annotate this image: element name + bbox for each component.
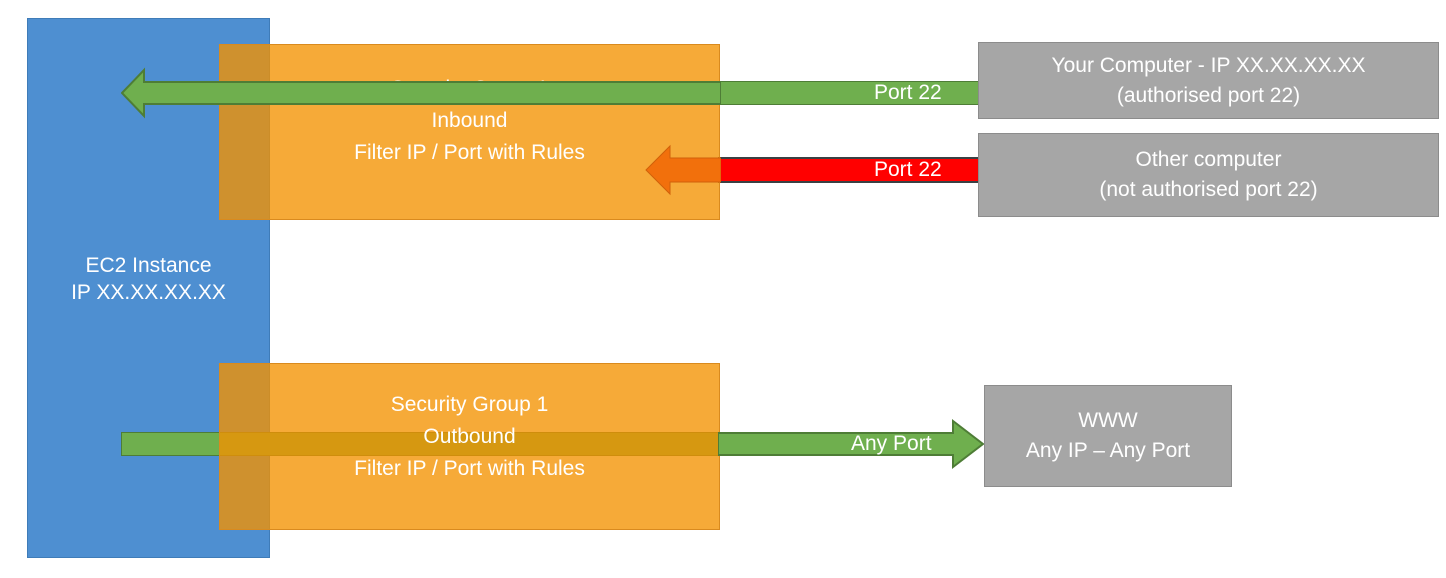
endpoint-your-computer-line1: Your Computer - IP XX.XX.XX.XX: [1051, 53, 1366, 77]
security-group-outbound-line3: Filter IP / Port with Rules: [354, 457, 585, 480]
endpoint-other-computer-line2: (not authorised port 22): [1099, 178, 1318, 201]
endpoint-www-box: WWW Any IP – Any Port: [984, 385, 1232, 487]
security-group-outbound-line1: Security Group 1: [390, 393, 549, 416]
allowed-inbound-arrow-icon: [121, 67, 721, 119]
endpoint-other-computer-box: Other computer (not authorised port 22): [978, 133, 1439, 217]
security-group-outbound-box: Security Group 1 Outbound Filter IP / Po…: [219, 363, 720, 530]
outbound-traffic-shaft-left: [121, 432, 221, 456]
blocked-inbound-arrow-icon: [645, 144, 721, 196]
inbound-allowed-traffic-bar: [718, 81, 980, 105]
endpoint-other-computer-line1: Other computer: [1135, 148, 1282, 171]
inbound-blocked-traffic-bar: [718, 157, 980, 183]
allowed-outbound-arrow-icon: [718, 418, 984, 470]
endpoint-www-line2: Any IP – Any Port: [1025, 439, 1191, 462]
endpoint-your-computer-box: Your Computer - IP XX.XX.XX.XX (authoris…: [978, 42, 1439, 119]
endpoint-your-computer-line2: (authorised port 22): [1116, 83, 1301, 107]
security-group-outbound-line2: Outbound: [423, 425, 516, 448]
endpoint-www-line1: WWW: [1078, 409, 1138, 432]
security-group-outbound-text: Security Group 1 Outbound Filter IP / Po…: [220, 389, 719, 485]
